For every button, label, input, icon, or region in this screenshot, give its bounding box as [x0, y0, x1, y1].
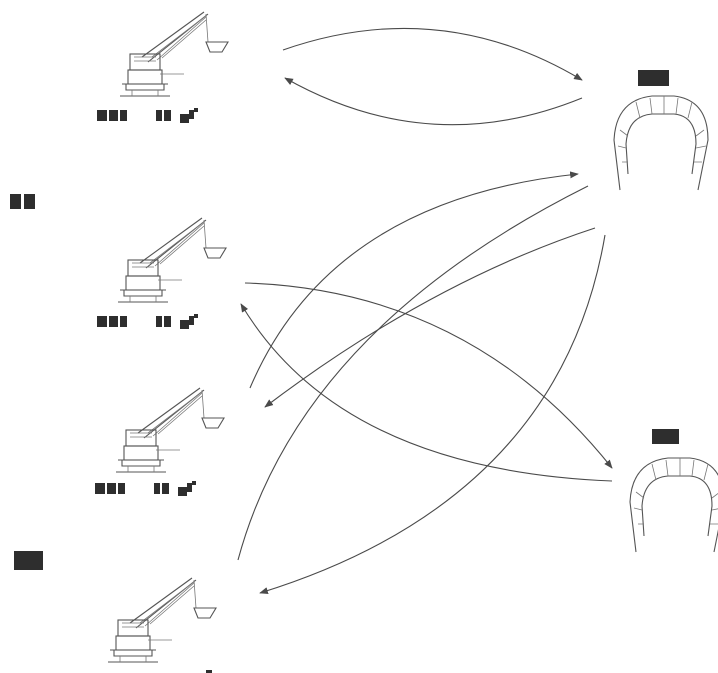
gantry-crane-icon: [119, 11, 229, 97]
ship-top: [613, 70, 709, 191]
flow-crane3-to-ship-top: [249, 171, 579, 389]
left-label-group-1: [10, 194, 35, 209]
redacted-label-block: [95, 481, 196, 496]
redacted-label-block: [652, 429, 679, 444]
redacted-label-block: [97, 314, 198, 329]
flow-arrows: [237, 27, 613, 595]
flow-ship-top-to-crane4: [259, 234, 606, 595]
ship-bottom: [629, 429, 718, 553]
redacted-label-block: [97, 108, 198, 123]
crane-3: [95, 387, 225, 496]
left-label-group-2: [14, 551, 43, 570]
redacted-label-block: [638, 70, 669, 86]
flow-crane2-to-ship-bottom: [244, 282, 613, 469]
crane-2: [97, 217, 227, 329]
ship-hull-icon: [613, 95, 709, 191]
gantry-crane-icon: [115, 387, 225, 473]
flow-ship-top-to-crane3: [264, 227, 596, 408]
ship-hull-icon: [629, 457, 718, 553]
gantry-crane-icon: [117, 217, 227, 303]
gantry-crane-icon: [107, 577, 217, 663]
flow-crane4-to-ship-top: [237, 185, 589, 561]
crane-1: [97, 11, 229, 123]
crane-4: [107, 577, 217, 673]
flow-ship-top-to-crane1: [284, 77, 583, 126]
flow-crane1-to-ship-top: [282, 27, 583, 81]
flow-ship-bottom-to-crane2: [240, 303, 613, 482]
redacted-label-block: [206, 670, 212, 673]
